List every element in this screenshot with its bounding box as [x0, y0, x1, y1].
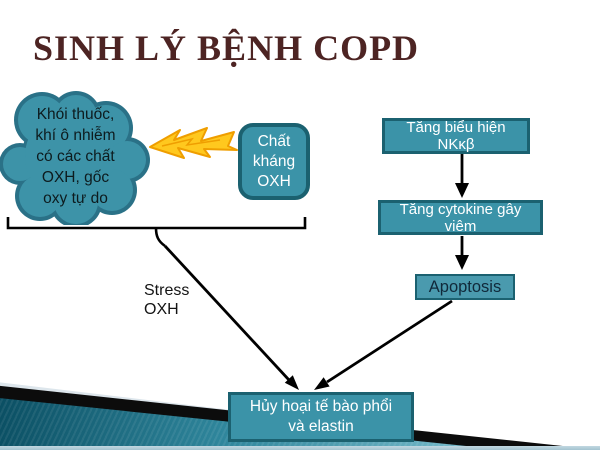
arrow-cytokine-to-apoptosis [455, 236, 469, 270]
apoptosis-box: Apoptosis [415, 274, 515, 300]
brace-bracket [6, 217, 307, 230]
lightning-bolt-icon [149, 127, 238, 159]
brace-bracket-stem [154, 227, 166, 248]
arrow-nfkb-to-cytokine [455, 154, 469, 198]
stress-oxh-label: Stress OXH [144, 282, 190, 318]
page-title: SINH LÝ BỆNH COPD [33, 28, 420, 68]
cytokine-box: Tăng cytokine gây viêm [378, 200, 543, 235]
damage-box: Hủy hoại tế bào phổi và elastin [228, 392, 414, 442]
smoke-cloud-text: Khói thuốc, khí ô nhiễm có các chất OXH,… [35, 106, 116, 207]
bottom-accent-strip [0, 446, 600, 450]
nfkb-box: Tăng biểu hiện NKκβ [382, 118, 530, 154]
antioxidant-box: Chất kháng OXH [238, 123, 310, 200]
arrow-apoptosis-to-damage [314, 299, 453, 390]
